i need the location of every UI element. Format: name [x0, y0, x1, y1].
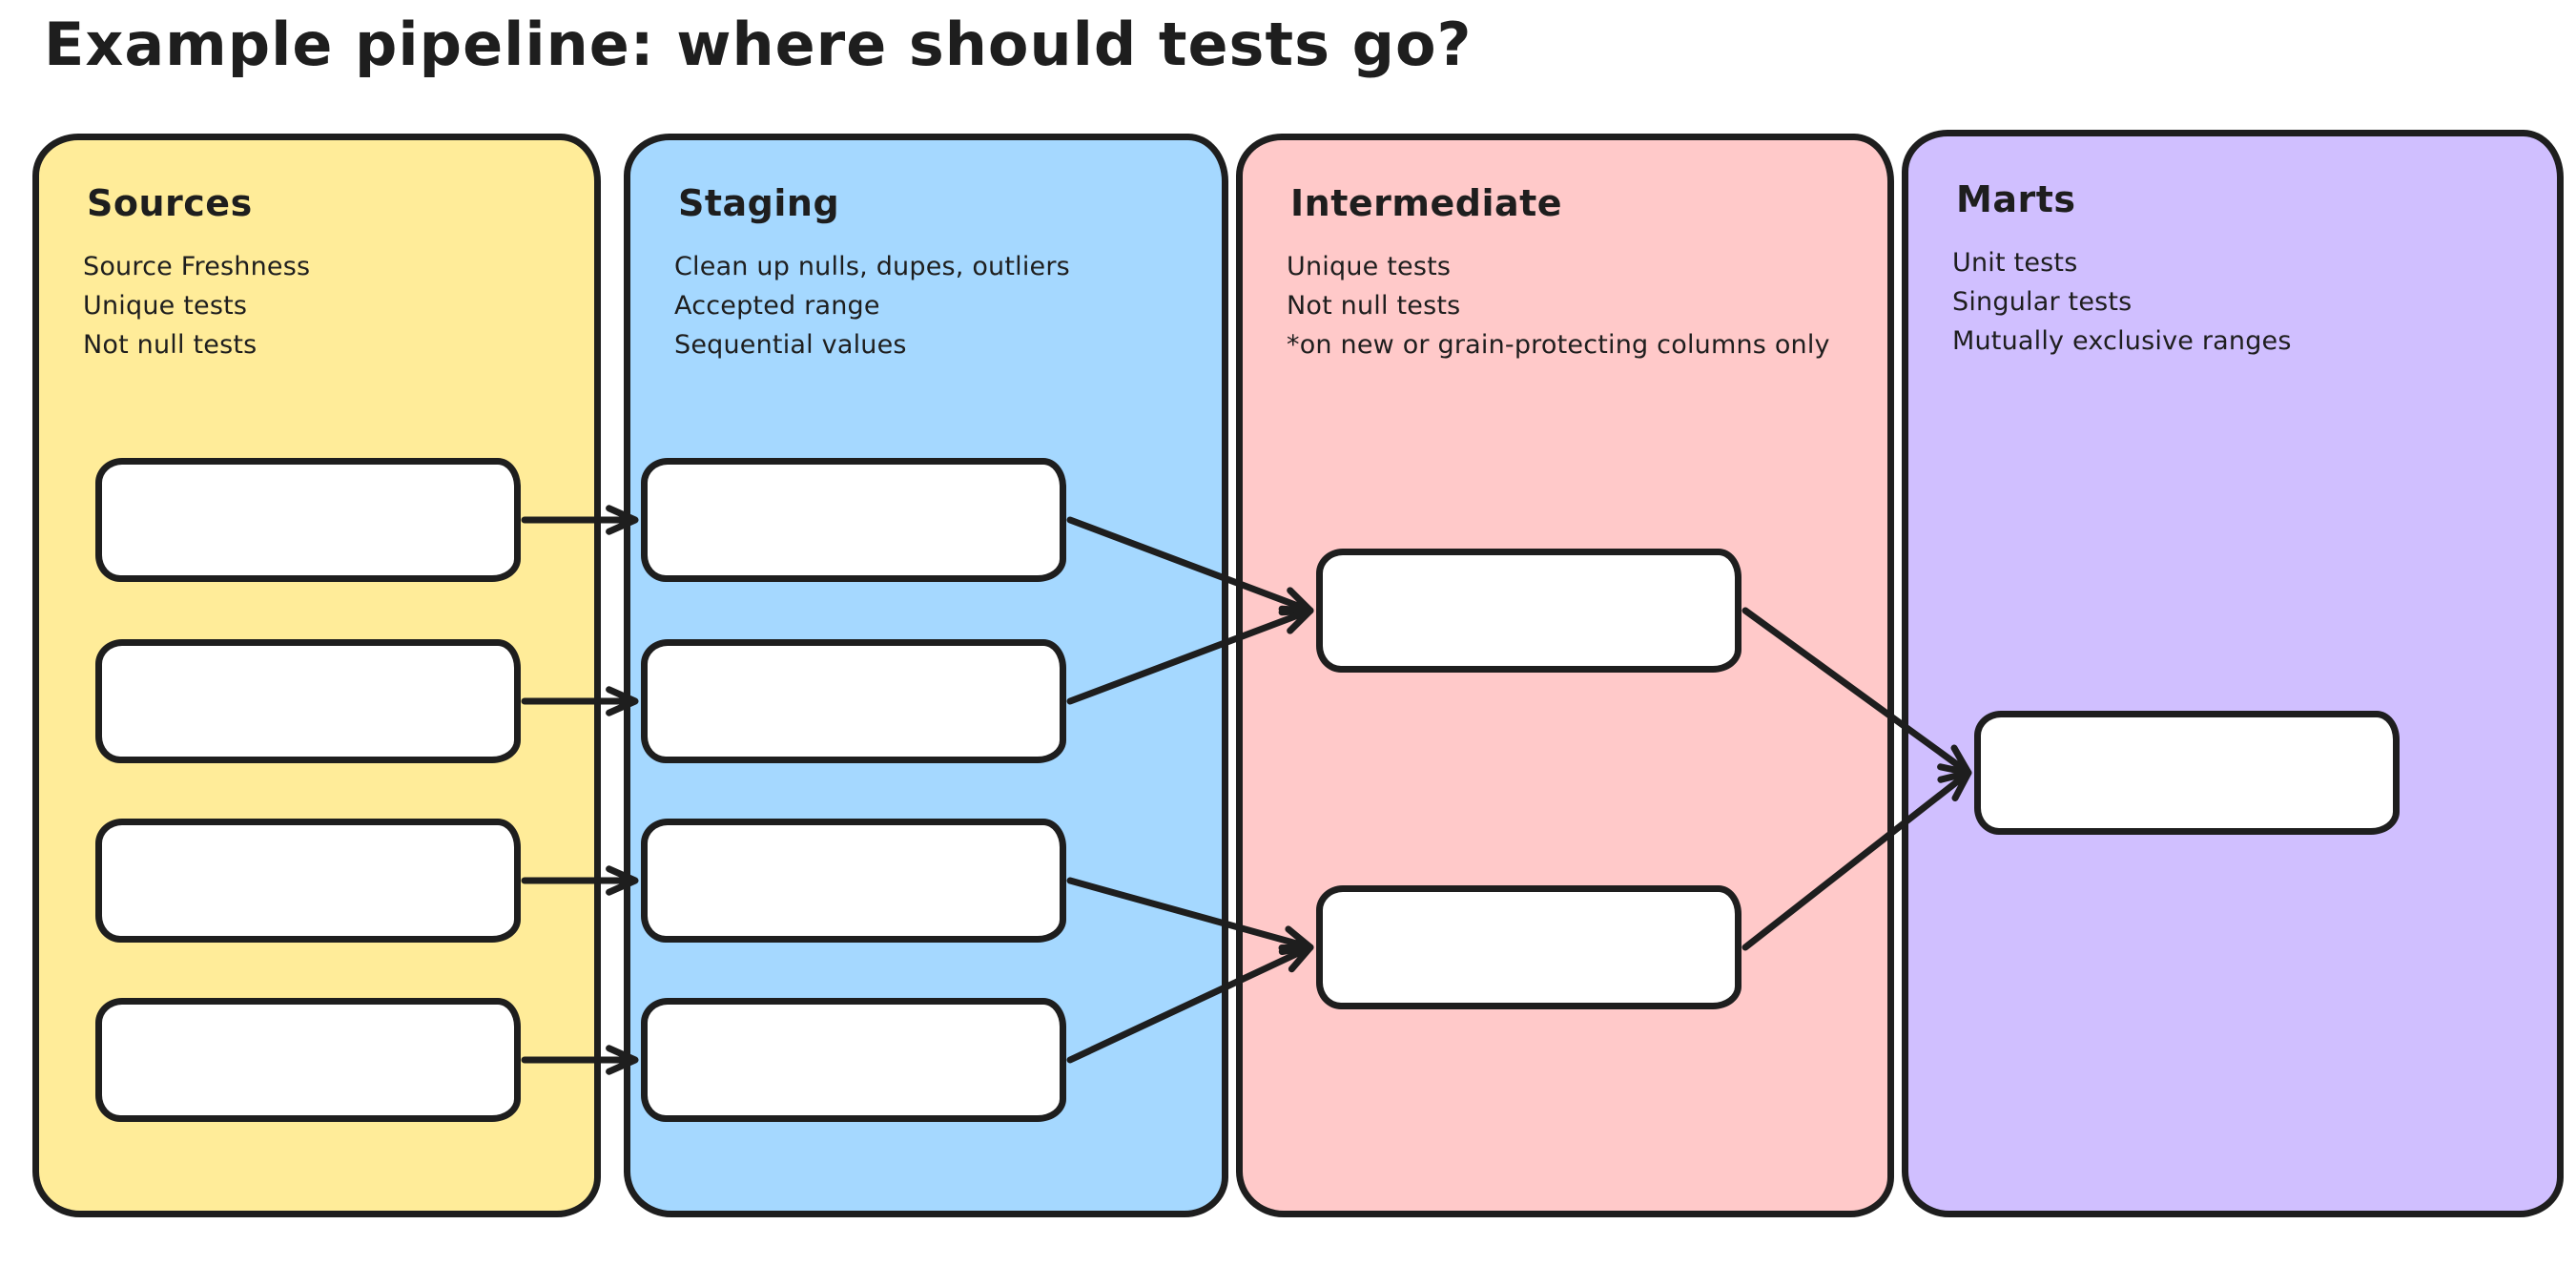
model-box-staging-2 — [641, 639, 1066, 763]
column-note: Singular tests — [1952, 287, 2133, 317]
model-box-staging-4 — [641, 998, 1066, 1122]
column-note: Sequential values — [674, 330, 907, 360]
model-box-intermediate-2 — [1316, 885, 1741, 1009]
model-box-sources-4 — [95, 998, 521, 1122]
column-note: Accepted range — [674, 291, 880, 321]
column-note: Source Freshness — [83, 252, 311, 281]
model-box-sources-2 — [95, 639, 521, 763]
model-box-staging-1 — [641, 458, 1066, 582]
column-note: Unique tests — [83, 291, 248, 321]
column-note: Not null tests — [83, 330, 258, 360]
column-note: Mutually exclusive ranges — [1952, 326, 2292, 356]
column-note: Not null tests — [1287, 291, 1461, 321]
model-box-sources-3 — [95, 819, 521, 943]
model-box-sources-1 — [95, 458, 521, 582]
model-box-intermediate-1 — [1316, 549, 1741, 673]
column-title-sources: Sources — [87, 182, 253, 224]
diagram-title: Example pipeline: where should tests go? — [44, 10, 1473, 79]
column-note: Unique tests — [1287, 252, 1452, 281]
column-title-intermediate: Intermediate — [1290, 182, 1563, 224]
model-box-marts-1 — [1974, 711, 2400, 835]
column-note: *on new or grain-protecting columns only — [1287, 330, 1830, 360]
column-title-staging: Staging — [678, 182, 840, 224]
column-title-marts: Marts — [1956, 178, 2076, 220]
column-note: Clean up nulls, dupes, outliers — [674, 252, 1070, 281]
column-note: Unit tests — [1952, 248, 2078, 278]
model-box-staging-3 — [641, 819, 1066, 943]
